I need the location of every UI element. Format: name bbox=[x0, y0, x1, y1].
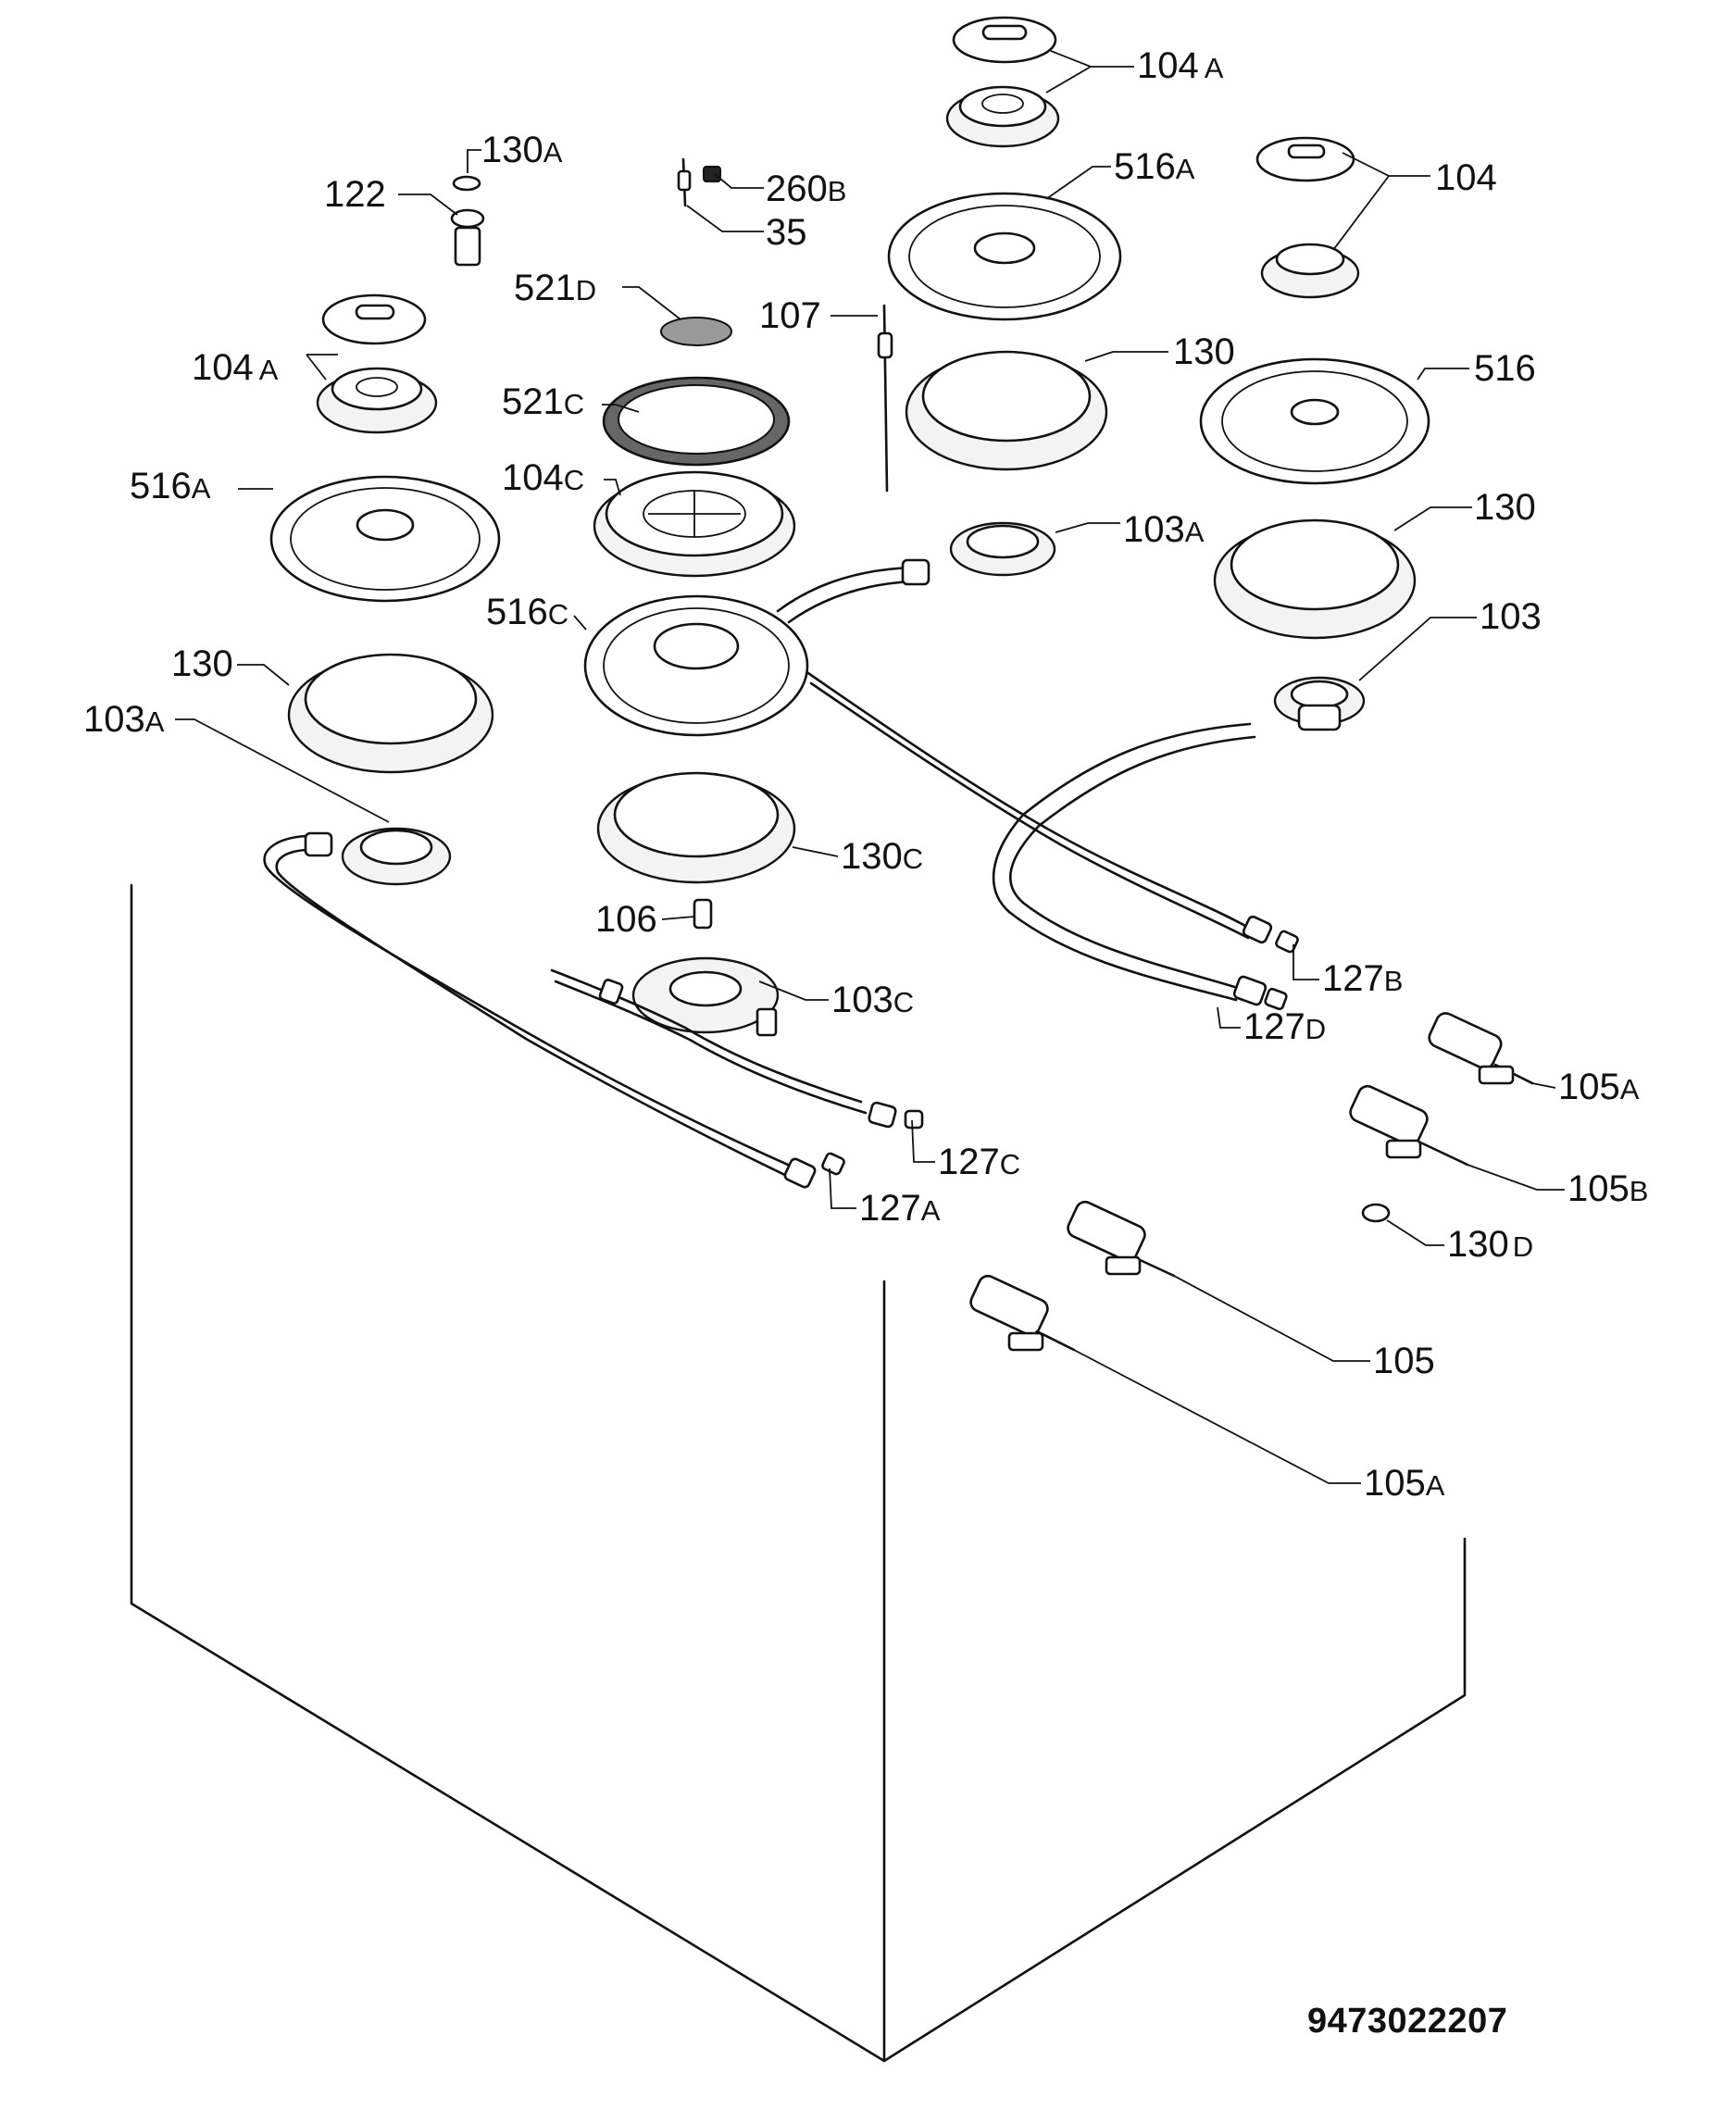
burner-cap-104a-left bbox=[316, 293, 438, 434]
document-number: 9473022207 bbox=[1307, 2002, 1508, 2041]
nut-130d bbox=[1361, 1203, 1391, 1223]
seal-ring-130c bbox=[596, 771, 796, 884]
callout-103a-left: 103A bbox=[83, 699, 165, 740]
gasket-521d bbox=[660, 317, 732, 346]
fitting-122 bbox=[450, 208, 485, 267]
callout-105a-bottom: 105A bbox=[1364, 1463, 1445, 1504]
callout-104: 104 bbox=[1435, 157, 1497, 198]
callout-516c: 516C bbox=[486, 592, 568, 632]
callout-105b: 105B bbox=[1567, 1168, 1648, 1209]
thermocouple-107 bbox=[877, 304, 893, 493]
callout-521d: 521D bbox=[514, 268, 596, 308]
burner-body-103c bbox=[550, 956, 924, 1130]
gasket-521c bbox=[602, 376, 791, 467]
callout-516a-top: 516A bbox=[1114, 146, 1195, 187]
burner-body-103a-center bbox=[776, 521, 1299, 954]
callout-130-right: 130 bbox=[1474, 487, 1536, 528]
callout-127c: 127C bbox=[938, 1142, 1020, 1182]
callout-106: 106 bbox=[595, 899, 657, 940]
callout-127b: 127B bbox=[1322, 958, 1403, 999]
burner-cap-104a-top bbox=[945, 16, 1060, 148]
burner-cap-104 bbox=[1255, 136, 1360, 299]
callout-107: 107 bbox=[759, 295, 821, 336]
callout-103: 103 bbox=[1480, 596, 1542, 637]
gas-valve-105a-bottom bbox=[969, 1274, 1076, 1352]
callout-130-left: 130 bbox=[171, 643, 233, 684]
burner-body-103 bbox=[992, 676, 1366, 1011]
gas-valve-105 bbox=[1067, 1200, 1176, 1278]
gas-valve-105b bbox=[1349, 1084, 1469, 1167]
callout-516a-left: 516A bbox=[130, 466, 211, 506]
burner-crown-104c bbox=[593, 470, 796, 578]
spreader-plate-516a-top bbox=[887, 192, 1122, 321]
callout-130a: 130A bbox=[481, 130, 563, 170]
callout-103a-center: 103A bbox=[1123, 509, 1205, 550]
callout-127d: 127D bbox=[1243, 1006, 1326, 1047]
spreader-plate-516 bbox=[1199, 357, 1430, 485]
spreader-plate-516c bbox=[583, 594, 809, 737]
callout-516: 516 bbox=[1474, 348, 1536, 389]
callout-260b: 260B bbox=[766, 169, 846, 209]
leader-lines bbox=[175, 50, 1565, 1484]
gas-valve-105a-right bbox=[1428, 1012, 1534, 1085]
clip-260b bbox=[703, 166, 721, 182]
electrode-35 bbox=[677, 157, 692, 207]
spreader-plate-516a-left bbox=[269, 475, 501, 603]
callout-35: 35 bbox=[766, 212, 807, 253]
callout-521c: 521C bbox=[502, 381, 584, 422]
callout-122: 122 bbox=[324, 174, 386, 215]
callout-105: 105 bbox=[1373, 1341, 1435, 1381]
seal-ring-130-center bbox=[905, 350, 1108, 471]
washer-130a bbox=[452, 175, 481, 192]
injector-106 bbox=[693, 898, 713, 930]
callout-105a-right: 105A bbox=[1558, 1067, 1640, 1107]
callout-130-center: 130 bbox=[1173, 331, 1235, 372]
burner-body-103a-left bbox=[263, 827, 845, 1189]
callout-103c: 103C bbox=[831, 980, 914, 1020]
callout-130c: 130C bbox=[841, 836, 923, 877]
callout-104c: 104C bbox=[502, 457, 584, 498]
seal-ring-130-right bbox=[1213, 518, 1417, 640]
callout-127a: 127A bbox=[859, 1188, 941, 1229]
hob-body-outline bbox=[130, 883, 1467, 2063]
seal-ring-130-left bbox=[287, 653, 494, 774]
